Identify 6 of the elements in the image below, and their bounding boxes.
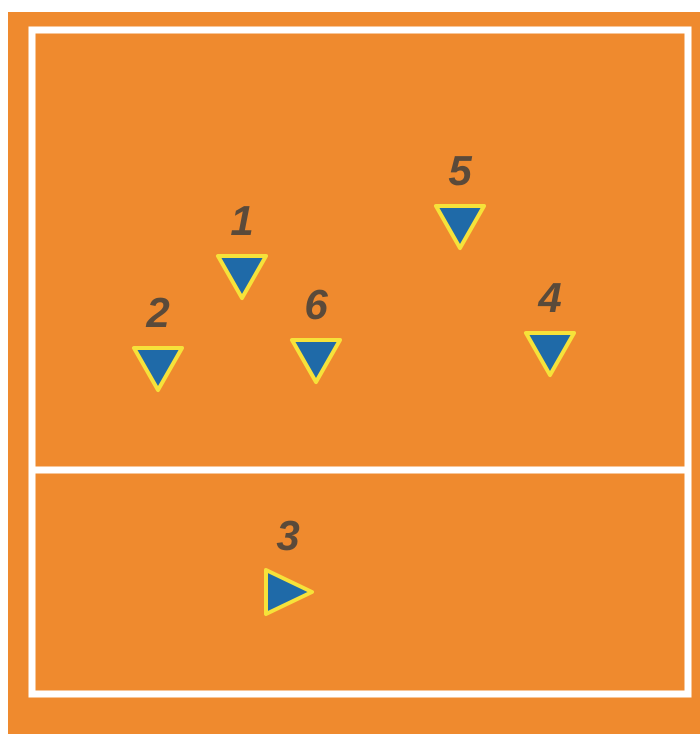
player-number: 3: [275, 513, 301, 559]
player-number: 2: [144, 290, 171, 336]
player-number: 4: [536, 275, 563, 321]
player-number: 6: [303, 282, 329, 328]
player-number: 5: [447, 148, 474, 194]
player-number: 1: [229, 198, 255, 244]
